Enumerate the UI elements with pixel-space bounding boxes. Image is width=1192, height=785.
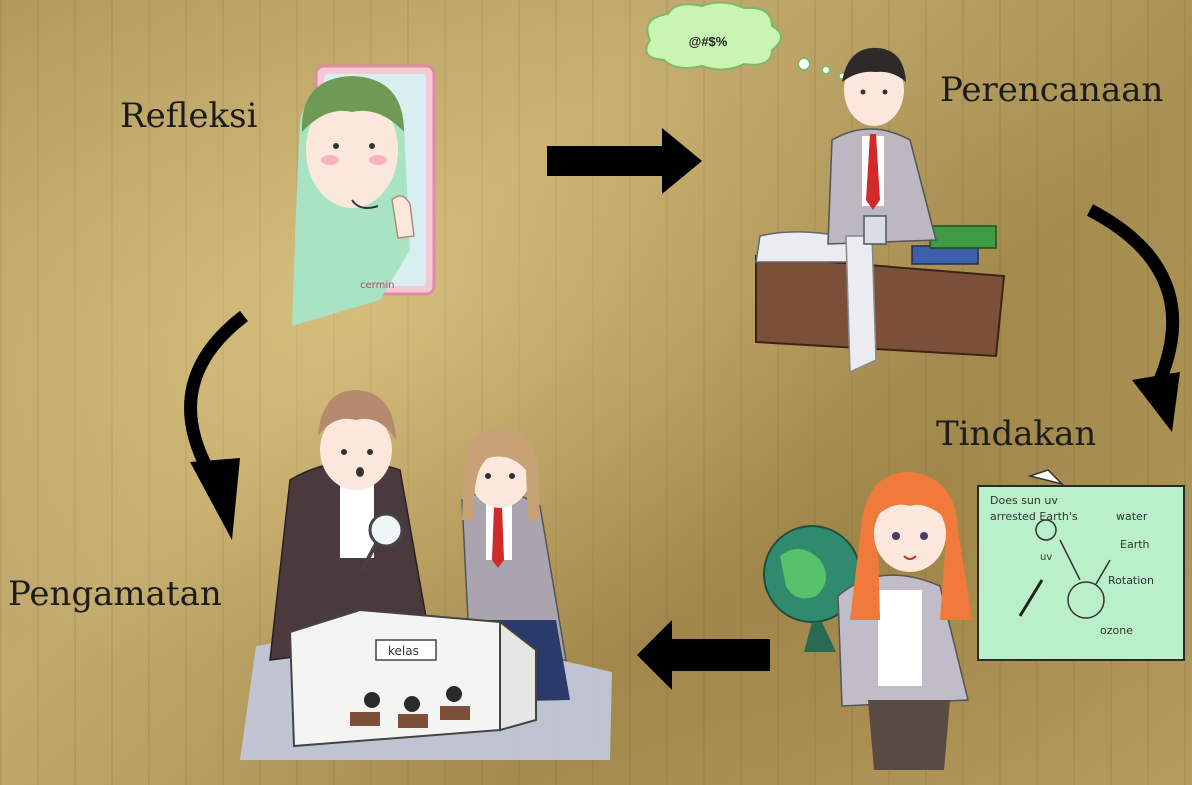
mirror-label: cermin bbox=[360, 280, 394, 291]
arrow-tindakan-to-pengamatan bbox=[637, 620, 770, 690]
classroom-label: kelas bbox=[388, 644, 419, 658]
stage-label-tindakan: Tindakan bbox=[936, 414, 1097, 454]
refleksi-illustration: cermin bbox=[292, 64, 436, 326]
board-note-4: Rotation bbox=[1108, 574, 1154, 587]
tindakan-illustration: Does sun uv arrested Earth's uv Rotation… bbox=[763, 469, 1185, 770]
arrow-perencanaan-to-tindakan bbox=[1086, 204, 1180, 432]
arrow-pengamatan-to-refleksi bbox=[184, 310, 248, 540]
thought-bubble bbox=[645, 1, 846, 80]
thought-bubble-text: @#$% bbox=[688, 34, 728, 49]
stage-label-perencanaan: Perencanaan bbox=[940, 70, 1164, 110]
board-note-6: Earth bbox=[1120, 538, 1150, 551]
board-note-1: Does sun uv bbox=[990, 494, 1058, 507]
perencanaan-illustration bbox=[645, 1, 1006, 374]
pengamatan-illustration: kelas bbox=[240, 390, 612, 760]
stage-label-refleksi: Refleksi bbox=[120, 96, 258, 136]
board-note-2: arrested Earth's bbox=[990, 510, 1078, 523]
board-note-5: ozone bbox=[1100, 624, 1133, 637]
stage-label-pengamatan: Pengamatan bbox=[8, 574, 222, 614]
board-note-7: water bbox=[1116, 510, 1148, 523]
board-note-3: uv bbox=[1040, 552, 1052, 563]
arrow-refleksi-to-perencanaan bbox=[547, 128, 702, 194]
